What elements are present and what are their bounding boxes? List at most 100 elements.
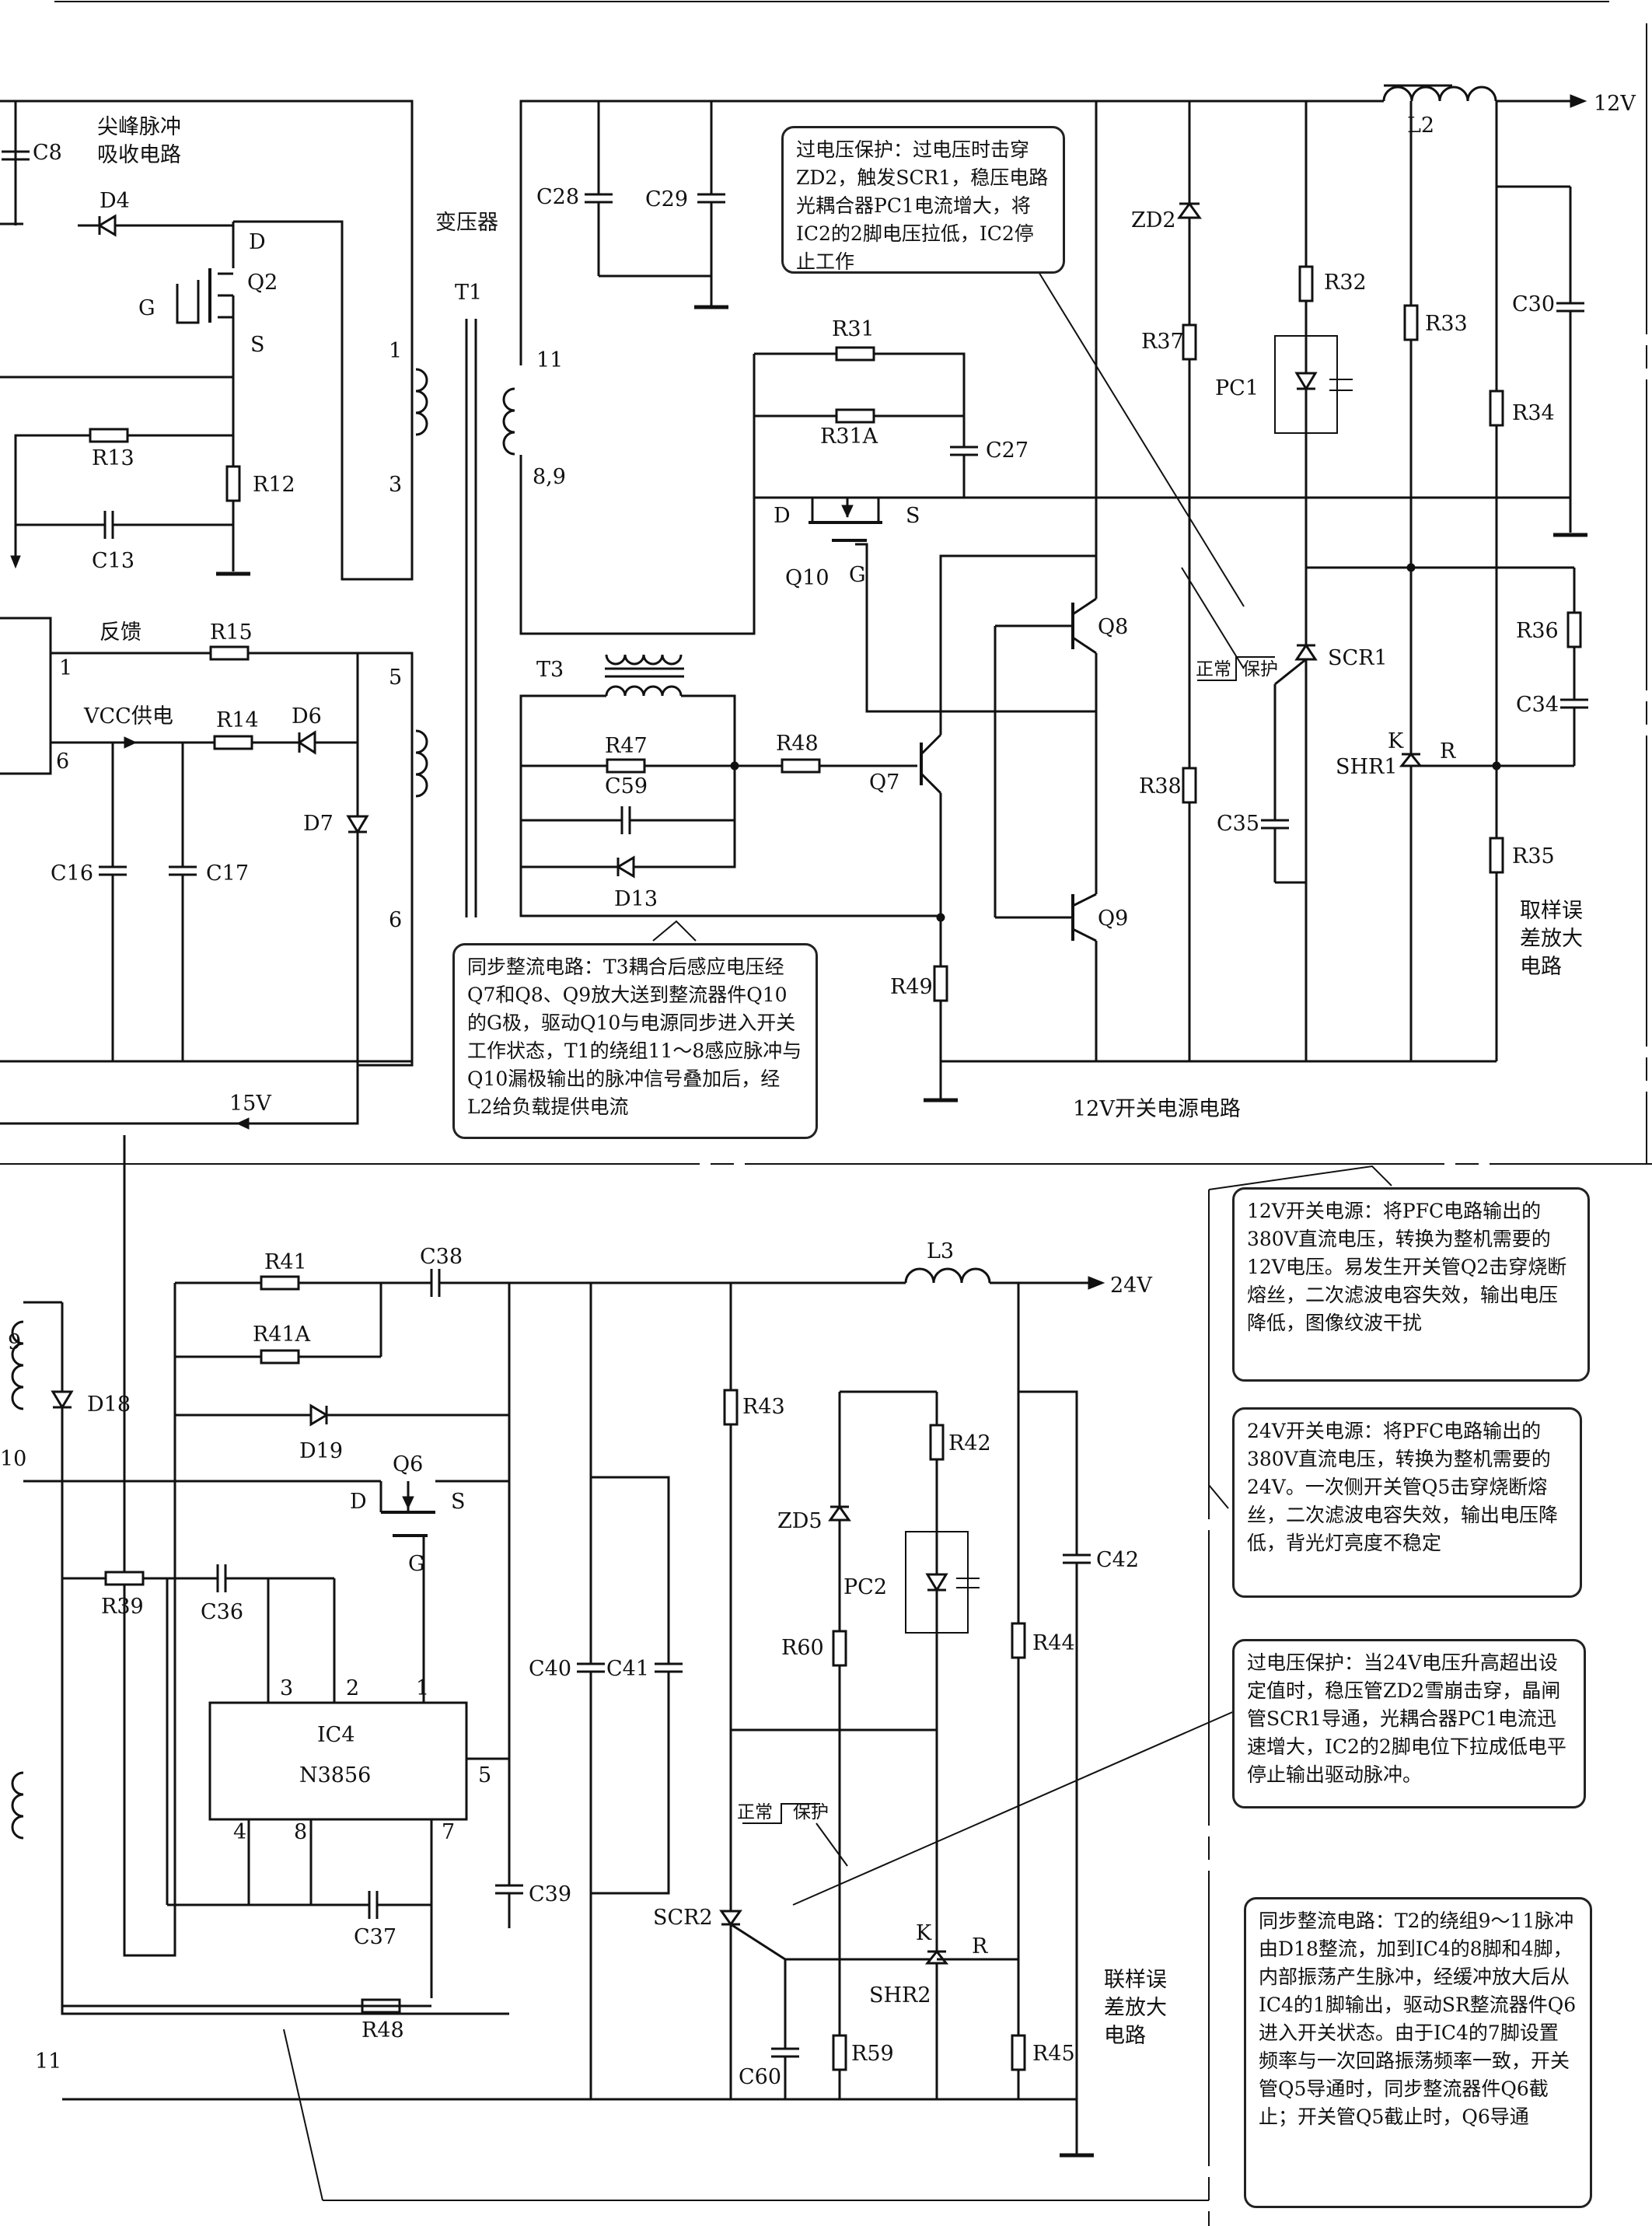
callout-psu-12v: 12V开关电源：将PFC电路输出的380V直流电压，转换为整机需要的12V电压。…	[1232, 1187, 1590, 1382]
top-title: 12V开关电源电路	[1073, 1097, 1241, 1121]
feedback-label: 反馈	[100, 620, 141, 645]
pc2-label: PC2	[843, 1575, 887, 1599]
ic4-pin5-label: 5	[478, 1763, 491, 1787]
out-12v-label: 12V	[1594, 92, 1636, 116]
q10-d-label: D	[774, 504, 791, 528]
ic4-pin2-label: 2	[346, 1676, 359, 1700]
c30-label: C30	[1512, 292, 1555, 316]
t1-label: T1	[455, 281, 482, 305]
vcc-label: VCC供电	[83, 704, 173, 729]
r60-label: R60	[781, 1636, 824, 1660]
ic4-pin4-label: 4	[233, 1820, 246, 1844]
shr2-label: SHR2	[869, 1983, 931, 2008]
r32-label: R32	[1324, 271, 1367, 295]
d19-label: D19	[299, 1439, 343, 1463]
q6-d-label: D	[350, 1490, 367, 1514]
c36-label: C36	[201, 1600, 243, 1624]
callout-psu-24v: 24V开关电源：将PFC电路输出的380V直流电压，转换为整机需要的24V。一次…	[1232, 1407, 1582, 1598]
scr1-label: SCR1	[1328, 646, 1388, 670]
c13-label: C13	[92, 549, 134, 573]
normal-label: 正常	[1196, 659, 1231, 680]
ic4-pin3-label: 3	[280, 1676, 293, 1700]
c8-label: C8	[33, 141, 62, 165]
ic4-pin8-label: 8	[294, 1820, 307, 1844]
circuit-24v	[11, 1135, 1209, 2201]
bottom-title: 联样误差放大电路	[1104, 1968, 1167, 2048]
t1-11-label: 11	[536, 348, 563, 372]
r45-label: R45	[1032, 2042, 1075, 2066]
out-24v-label: 24V	[1110, 1274, 1152, 1298]
q2-s-label: S	[250, 333, 265, 357]
text-labels: 尖峰脉冲吸收电路 C8 D4 D Q2 G S R13 R12 C13 1 3 …	[0, 92, 1636, 2089]
t2-11-label: 11	[35, 2050, 61, 2074]
protect2-label: 保护	[793, 1802, 829, 1822]
t1-pin5-label: 5	[389, 666, 402, 690]
transformer-label: 变压器	[435, 211, 498, 235]
r39-label: R39	[101, 1595, 144, 1619]
c59-label: C59	[605, 774, 648, 798]
r37-label: R37	[1141, 330, 1184, 354]
c39-label: C39	[529, 1882, 571, 1906]
r41a-label: R41A	[253, 1323, 311, 1347]
protect-label: 保护	[1242, 659, 1278, 680]
q2-d-label: D	[249, 230, 266, 254]
d18-label: D18	[87, 1393, 131, 1417]
q6-g-label: G	[408, 1552, 425, 1576]
c41-label: C41	[606, 1657, 649, 1681]
r38-label: R38	[1139, 774, 1182, 798]
c37-label: C37	[354, 1925, 396, 1949]
shr2-r-label: R	[972, 1934, 988, 1959]
callout-overvoltage-24v: 过电压保护：当24V电压升高超出设定值时，稳压管ZD2雪崩击穿，晶闸管SCR1导…	[1232, 1639, 1586, 1808]
r49-label: R49	[890, 975, 933, 999]
d4-label: D4	[100, 189, 130, 213]
q9-label: Q9	[1098, 907, 1128, 931]
q6-label: Q6	[393, 1452, 423, 1476]
callout-sync-12v: 同步整流电路：T3耦合后感应电压经Q7和Q8、Q9放大送到整流器件Q10的G极，…	[452, 943, 818, 1139]
r31a-label: R31A	[820, 425, 878, 449]
q10-label: Q10	[785, 566, 829, 590]
r34-label: R34	[1512, 401, 1555, 425]
c34-label: C34	[1516, 693, 1559, 717]
q10-s-label: S	[906, 504, 920, 528]
r43-label: R43	[742, 1395, 785, 1419]
c38-label: C38	[420, 1245, 463, 1269]
t1-pin3-label: 3	[389, 473, 402, 497]
r12-label: R12	[253, 473, 295, 497]
q2-g-label: G	[138, 296, 155, 320]
r44-label: R44	[1032, 1631, 1075, 1655]
r59-label: R59	[851, 2042, 894, 2066]
c42-label: C42	[1096, 1548, 1139, 1572]
shr1-label: SHR1	[1336, 755, 1398, 779]
callout-overvoltage-12v: 过电压保护：过电压时击穿ZD2，触发SCR1，稳压电路光耦合器PC1电流增大，将…	[781, 126, 1065, 274]
callout-pointers	[652, 264, 1392, 1906]
c35-label: C35	[1217, 812, 1259, 836]
t1-pin6-label: 6	[389, 908, 402, 932]
d7-label: D7	[303, 812, 334, 836]
r36-label: R36	[1516, 619, 1559, 643]
t2-10-label: 10	[0, 1447, 26, 1471]
pc1-label: PC1	[1215, 376, 1259, 400]
r31-label: R31	[832, 317, 875, 341]
ic4-pin1-label: 1	[416, 1676, 429, 1700]
r14-label: R14	[216, 708, 259, 732]
t2-9-label: 9	[8, 1330, 21, 1354]
q6-s-label: S	[451, 1490, 466, 1514]
d13-label: D13	[614, 887, 658, 911]
c40-label: C40	[529, 1657, 571, 1681]
c60-label: C60	[739, 2065, 781, 2089]
r13-label: R13	[92, 446, 134, 470]
ic4-part-label: N3856	[299, 1763, 371, 1787]
ic4-label: IC4	[317, 1723, 355, 1747]
spike-block-label: 尖峰脉冲吸收电路	[97, 115, 181, 167]
c28-label: C28	[536, 185, 579, 209]
r42-label: R42	[948, 1431, 991, 1455]
shr1-k-label: K	[1388, 729, 1404, 753]
transformer-core	[465, 319, 477, 917]
t1-89-label: 8,9	[533, 465, 566, 489]
secondary-12v-circuit	[502, 84, 1590, 1100]
c16-label: C16	[51, 861, 93, 886]
c27-label: C27	[986, 439, 1029, 463]
zd5-label: ZD5	[777, 1509, 823, 1533]
